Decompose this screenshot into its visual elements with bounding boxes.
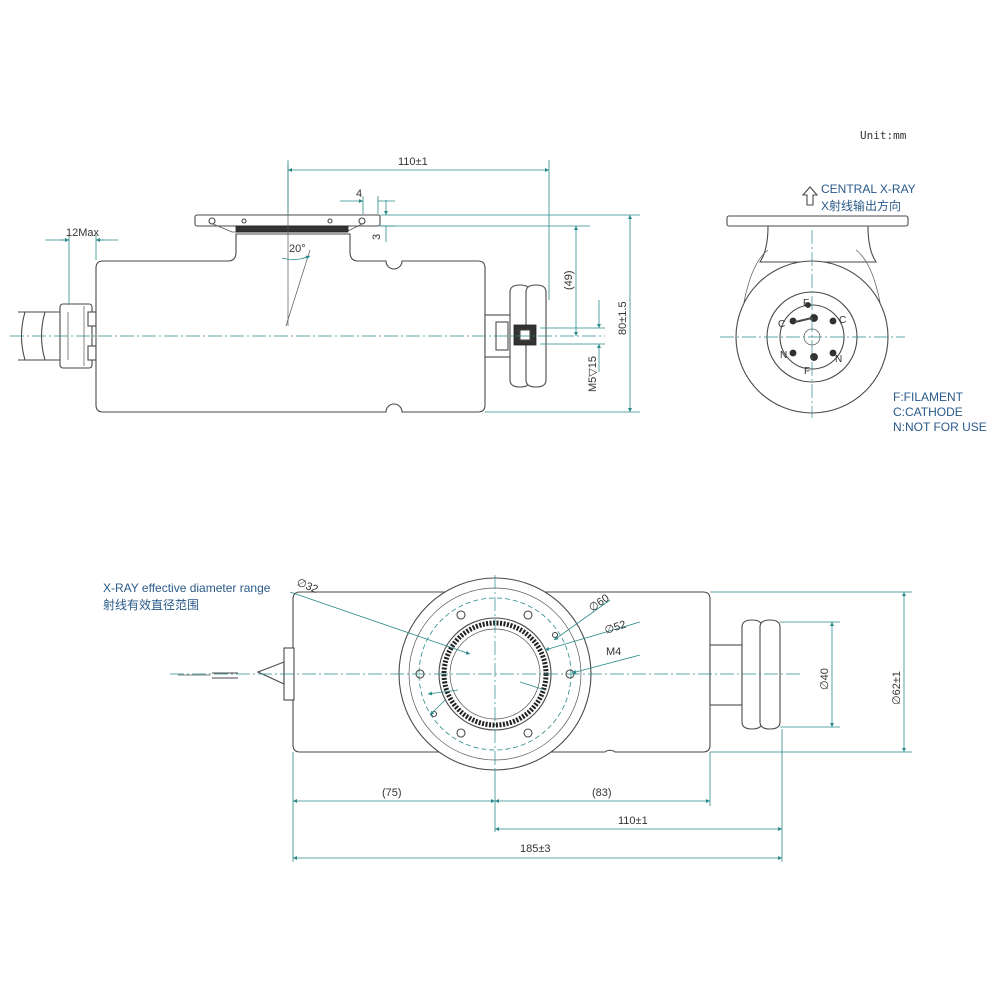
dim-total-len: 185±3 bbox=[520, 843, 551, 855]
dim-bolt-thread: M4 bbox=[606, 646, 621, 658]
xray-range-zh: 射线有效直径范围 bbox=[103, 597, 199, 612]
pin-label-left-n: N bbox=[780, 350, 787, 361]
dim-cable-max: 12Max bbox=[66, 227, 100, 239]
dim-center-height: (49) bbox=[563, 270, 575, 290]
pin-label-top-f: F bbox=[803, 298, 809, 309]
dim-total-height: 80±1.5 bbox=[617, 301, 629, 335]
side-view: 20° 110±1 4 3 12Max (49) bbox=[10, 156, 640, 413]
mounting-flange bbox=[194, 214, 381, 227]
dim-left-len: (75) bbox=[382, 787, 402, 799]
legend-cathode: C:CATHODE bbox=[893, 405, 963, 419]
end-view: F C C N N F CENTRAL X-RAY X射线输出方向 F:FILA… bbox=[720, 182, 987, 434]
dim-flange-thickness: 3 bbox=[371, 234, 383, 240]
unit-label: Unit:mm bbox=[860, 129, 907, 142]
legend-not-for-use: N:NOT FOR USE bbox=[893, 420, 987, 434]
pin-label-left-c: C bbox=[778, 319, 785, 330]
dim-window-to-end: 110±1 bbox=[618, 815, 648, 827]
dim-flange-offset: 4 bbox=[356, 188, 362, 200]
xray-direction-arrow-icon bbox=[801, 186, 819, 206]
pin-label-bottom-f: F bbox=[804, 366, 810, 377]
direction-label-en: CENTRAL X-RAY bbox=[821, 182, 916, 196]
direction-label-zh: X射线输出方向 bbox=[821, 198, 901, 213]
dim-thread: M5▽15 bbox=[587, 356, 599, 392]
dim-anode-dia: ∅40 bbox=[819, 668, 831, 690]
pin-label-right-c: C bbox=[839, 315, 846, 326]
dim-overall-length: 110±1 bbox=[398, 156, 428, 168]
xray-range-en: X-RAY effective diameter range bbox=[103, 581, 271, 595]
dim-right-len: (83) bbox=[592, 787, 612, 799]
legend-filament: F:FILAMENT bbox=[893, 390, 964, 404]
dim-body-dia: ∅62±1 bbox=[891, 671, 903, 705]
bottom-view: X-RAY effective diameter range 射线有效直径范围 … bbox=[103, 575, 912, 862]
dim-angle: 20° bbox=[289, 243, 306, 255]
pin-label-right-n: N bbox=[835, 354, 842, 365]
tube-body bbox=[95, 233, 486, 413]
cooling-fin-bottom bbox=[741, 619, 763, 730]
